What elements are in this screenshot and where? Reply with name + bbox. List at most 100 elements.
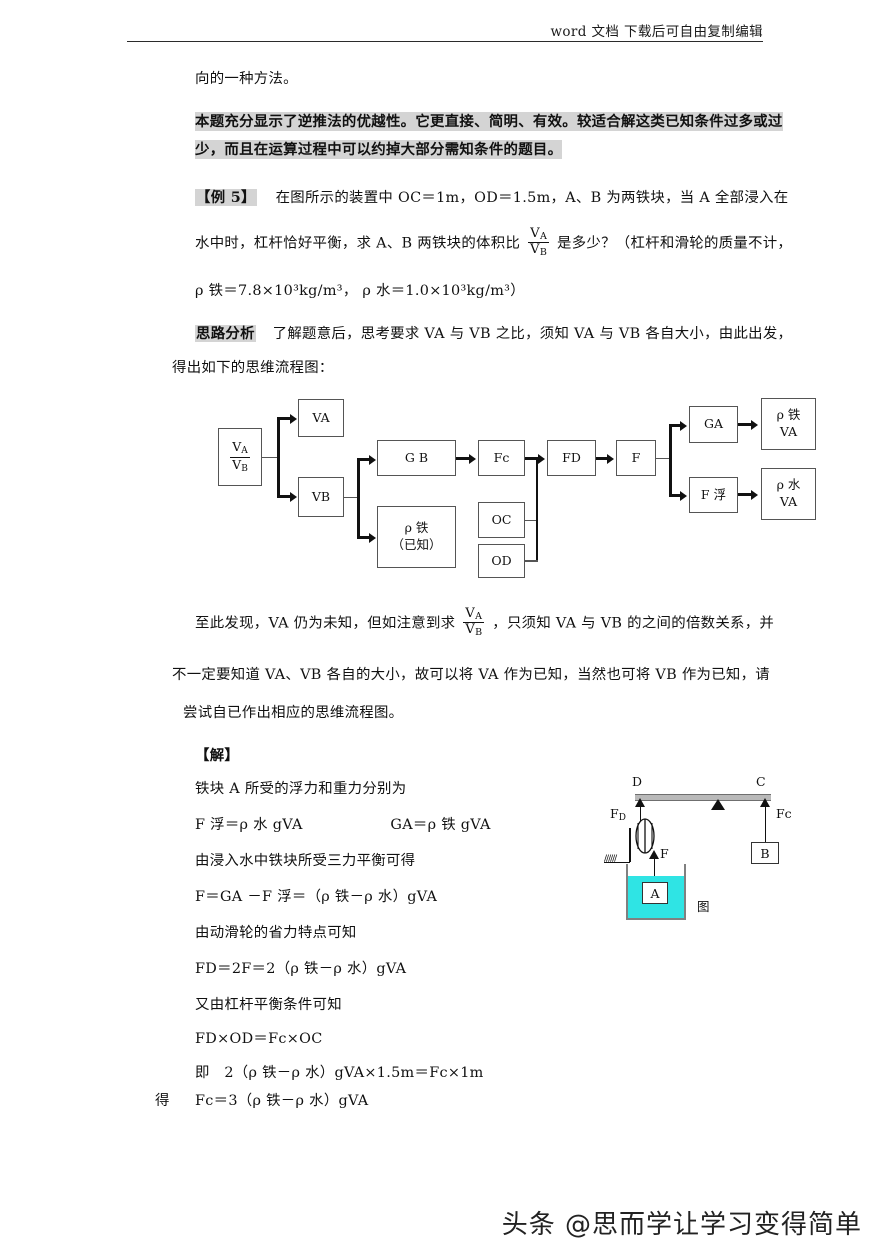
footer-watermark: 头条 @思而学让学习变得简单 — [501, 1210, 862, 1240]
flow-box-oc-label: OC — [491, 511, 512, 527]
solution-line-4: 由动滑轮的省力特点可知 — [195, 925, 357, 941]
flow-box-gb-label: G B — [404, 449, 429, 465]
page-header-text: word 文档 下载后可自由复制编辑 — [550, 24, 763, 40]
flow-result-water-line2: VA — [779, 494, 798, 509]
analysis-tag: 思路分析 — [195, 325, 256, 342]
highlight-text: 本题充分显示了逆推法的优越性。它更直接、简明、有效。较适合解这类已知条件过多或过… — [195, 112, 783, 160]
flow-box-rho-iron-line1: ρ 铁 — [404, 520, 429, 536]
arrow-to-vb — [290, 492, 297, 502]
flow-result-iron-line2: VA — [779, 424, 798, 439]
solution-tag: 【解】 — [195, 747, 240, 764]
ratio-fraction-inline-2: VA VB — [463, 606, 485, 639]
connector-f-out — [656, 458, 670, 459]
fraction-denominator: VB — [528, 242, 550, 259]
connector-od-merge — [525, 560, 538, 562]
connector-to-va — [277, 417, 291, 420]
point-c-label: C — [756, 774, 766, 789]
connector-fbuoy-result — [738, 493, 752, 496]
flow-box-rho-iron-line2: （已知） — [391, 537, 442, 552]
ground-hatch-icon: ////// — [604, 854, 617, 864]
flow-box-f-buoyancy-label: F 浮 — [700, 486, 727, 502]
density-values-line: ρ 铁＝7.8×10³kg/m³， ρ 水＝1.0×10³kg/m³） — [195, 283, 525, 299]
analysis-text-1: 了解题意后，思考要求 VA 与 VB 之比，须知 VA 与 VB 各自大小，由此… — [272, 326, 793, 342]
f-arrow-head — [649, 850, 659, 859]
block-a: A — [642, 882, 668, 904]
connector-split3-vertical — [669, 425, 672, 497]
connector-ga-result — [738, 423, 752, 426]
example-line-2: 水中时，杠杆恰好平衡，求 A、B 两铁块的体积比 VA VB 是多少？（杠杆和滑… — [195, 226, 795, 259]
flow-box-fd: FD — [547, 440, 596, 476]
flow-box-gb: G B — [377, 440, 456, 476]
ground-line — [604, 862, 630, 864]
connector-to-ga — [669, 424, 681, 427]
connector-split2-vertical — [357, 458, 360, 539]
block-b: B — [751, 842, 779, 864]
flow-ratio-fraction: VA VB — [230, 439, 250, 474]
connector-ratio-split — [262, 457, 278, 458]
connector-to-rho — [357, 536, 370, 539]
arrow-to-rho — [369, 533, 376, 543]
flow-box-f-buoyancy: F 浮 — [689, 477, 738, 513]
flow-box-result-water: ρ 水 VA — [761, 468, 816, 520]
connector-split-vertical — [277, 418, 280, 497]
connector-vb-out — [344, 497, 358, 498]
after-chart-text-1a: 至此发现，VA 仍为未知，但如注意到求 — [195, 615, 456, 632]
solution-line-6: 又由杠杆平衡条件可知 — [195, 997, 342, 1013]
flow-result-iron-line1: ρ 铁 — [776, 407, 801, 423]
fd-arrow-head — [635, 798, 645, 807]
arrow-gb-fc — [469, 454, 476, 464]
flow-box-fd-label: FD — [562, 449, 581, 465]
paragraph-continuation: 向的一种方法。 — [195, 71, 298, 87]
fc-arrow-head — [760, 798, 770, 807]
apparatus-diagram: D C FD ////// F A — [604, 774, 814, 928]
flow-box-va-label: VA — [312, 409, 330, 425]
flow-result-water-line1: ρ 水 — [776, 477, 801, 493]
connector-gb-fc — [456, 457, 470, 460]
arrow-ga-result — [751, 420, 758, 430]
flow-box-va: VA — [298, 399, 344, 437]
example-statement-1: 在图所示的装置中 OC＝1m，OD＝1.5m，A、B 为两铁块，当 A 全部浸入… — [275, 190, 789, 206]
figure-caption: 图 — [697, 899, 710, 914]
flow-box-oc: OC — [478, 502, 525, 538]
arrow-to-gb — [369, 455, 376, 465]
block-a-label: A — [650, 885, 660, 901]
after-chart-line-3: 尝试自已作出相应的思维流程图。 — [183, 705, 404, 721]
rope-to-wall — [629, 828, 631, 862]
block-b-label: B — [760, 845, 770, 861]
fulcrum-triangle — [711, 799, 725, 810]
example-tag: 【例 5】 — [195, 189, 257, 206]
solution-line-5: FD＝2F＝2（ρ 铁－ρ 水）gVA — [195, 961, 407, 977]
analysis-line-2: 得出如下的思维流程图： — [172, 360, 334, 376]
lever-bar — [635, 794, 771, 801]
example-statement-2b: 是多少？（杠杆和滑轮的质量不计， — [557, 235, 793, 252]
f-label: F — [660, 846, 669, 861]
connector-to-fbuoy — [669, 494, 681, 497]
fraction-numerator: VA — [530, 226, 548, 243]
flow-box-f: F — [616, 440, 656, 476]
flow-box-ga: GA — [689, 406, 738, 443]
solution-line-2: 由浸入水中铁块所受三力平衡可得 — [195, 853, 416, 869]
paragraph-highlight: 本题充分显示了逆推法的优越性。它更直接、简明、有效。较适合解这类已知条件过多或过… — [195, 108, 783, 165]
analysis-line-1: 思路分析 了解题意后，思考要求 VA 与 VB 之比，须知 VA 与 VB 各自… — [195, 320, 795, 348]
solution-line-1: F 浮＝ρ 水 gVA GA＝ρ 铁 gVA — [195, 817, 491, 833]
flow-box-f-label: F — [631, 449, 641, 465]
arrow-to-fd — [538, 454, 545, 464]
fd-force-line — [639, 805, 642, 821]
example-line-1: 【例 5】 在图所示的装置中 OC＝1m，OD＝1.5m，A、B 为两铁块，当 … — [195, 184, 795, 212]
arrow-fd-f — [607, 454, 614, 464]
after-chart-line-1: 至此发现，VA 仍为未知，但如注意到求 VA VB ，只须知 VA 与 VB 的… — [195, 606, 795, 639]
solution-line-0: 铁块 A 所受的浮力和重力分别为 — [195, 781, 407, 797]
arrow-to-ga — [680, 421, 687, 431]
solution-line-7: FD×OD＝Fc×OC — [195, 1031, 323, 1047]
solution-line-3: F＝GA －F 浮＝（ρ 铁－ρ 水）gVA — [195, 889, 438, 905]
flow-box-result-iron: ρ 铁 VA — [761, 398, 816, 450]
connector-to-gb — [357, 458, 370, 461]
example-statement-2a: 水中时，杠杆恰好平衡，求 A、B 两铁块的体积比 — [195, 235, 521, 252]
solution-line-8: 即 2（ρ 铁－ρ 水）gVA×1.5m＝Fc×1m — [195, 1065, 484, 1081]
pulley-icon — [635, 818, 655, 854]
flow-box-fc-label: Fc — [493, 449, 510, 465]
point-d-label: D — [632, 774, 643, 789]
header-divider — [127, 41, 763, 42]
connector-fc-out — [525, 457, 539, 460]
